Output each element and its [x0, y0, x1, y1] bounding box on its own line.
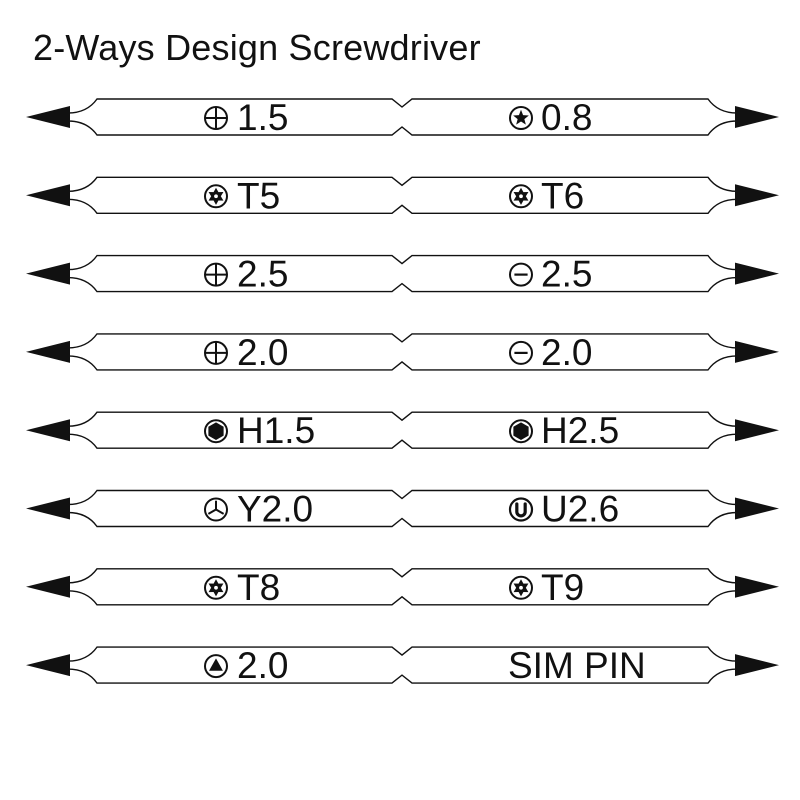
slotted-icon	[509, 340, 533, 365]
bit-label-left: 2.0	[237, 645, 288, 686]
bit-label-right: 2.5	[541, 254, 592, 295]
torx-icon	[509, 184, 533, 209]
bit-label-right: T6	[541, 175, 584, 216]
phillips-icon	[204, 340, 228, 365]
screwdriver-bit: T8 T9	[26, 567, 779, 608]
bit-label-left: T8	[237, 567, 280, 608]
bit-body-outline	[67, 646, 738, 684]
torx-icon	[204, 575, 228, 600]
bit-tip-right	[735, 106, 779, 128]
bit-label-right: T9	[541, 567, 584, 608]
bit-tip-right	[735, 419, 779, 442]
hex-icon	[509, 419, 533, 444]
bit-label-left: H1.5	[237, 410, 315, 451]
page-title: 2-Ways Design Screwdriver	[33, 27, 481, 68]
bit-label-left: Y2.0	[237, 489, 313, 530]
tri-wing-icon	[204, 497, 228, 522]
bit-body-outline	[67, 489, 738, 528]
u-shape-icon	[508, 497, 534, 522]
screwdriver-bit: 2.0 SIM PIN	[26, 645, 779, 686]
bit-label-right: SIM PIN	[508, 645, 646, 686]
phillips-icon	[204, 262, 228, 287]
bit-body-outline	[67, 176, 738, 214]
bit-tip-left	[26, 654, 70, 677]
bit-body-outline	[67, 411, 738, 449]
star-icon	[509, 106, 533, 130]
hex-icon	[204, 419, 228, 444]
bit-tip-left	[26, 340, 70, 363]
bit-label-right: 2.0	[541, 332, 592, 373]
bit-tip-right	[735, 575, 779, 598]
bit-tip-left	[26, 497, 70, 520]
screwdriver-bit: Y2.0 U2.6	[26, 489, 779, 530]
torx-icon	[204, 184, 228, 209]
bit-tip-left	[26, 184, 70, 207]
screwdriver-bit: 2.0 2.0	[26, 332, 779, 373]
bit-label-left: 2.5	[237, 254, 288, 295]
torx-icon	[509, 575, 533, 600]
bit-tip-right	[735, 262, 779, 285]
bit-tip-left	[26, 262, 70, 285]
screwdriver-bit: 2.5 2.5	[26, 254, 779, 295]
bit-body-outline	[67, 568, 738, 606]
bit-body-outline	[67, 254, 738, 293]
bit-label-right: H2.5	[541, 410, 619, 451]
bit-tip-right	[735, 497, 779, 520]
bit-tip-right	[735, 654, 779, 677]
triangle-icon	[204, 654, 228, 679]
bit-label-left: T5	[237, 175, 280, 216]
bit-label-right: 0.8	[541, 97, 592, 138]
bit-label-left: 2.0	[237, 332, 288, 373]
screwdriver-bit: H1.5 H2.5	[26, 410, 779, 451]
slotted-icon	[509, 262, 533, 287]
bit-tip-left	[26, 419, 70, 442]
bit-tip-left	[26, 106, 70, 128]
bit-label-right: U2.6	[541, 489, 619, 530]
bit-body-outline	[67, 98, 738, 136]
bit-body-outline	[67, 333, 738, 371]
bit-label-left: 1.5	[237, 97, 288, 138]
phillips-icon	[204, 106, 228, 130]
screwdriver-bit: T5 T6	[26, 175, 779, 216]
screwdriver-bit: 1.5 0.8	[26, 97, 779, 138]
bit-tip-left	[26, 575, 70, 598]
bit-tip-right	[735, 340, 779, 363]
bit-tip-right	[735, 184, 779, 207]
